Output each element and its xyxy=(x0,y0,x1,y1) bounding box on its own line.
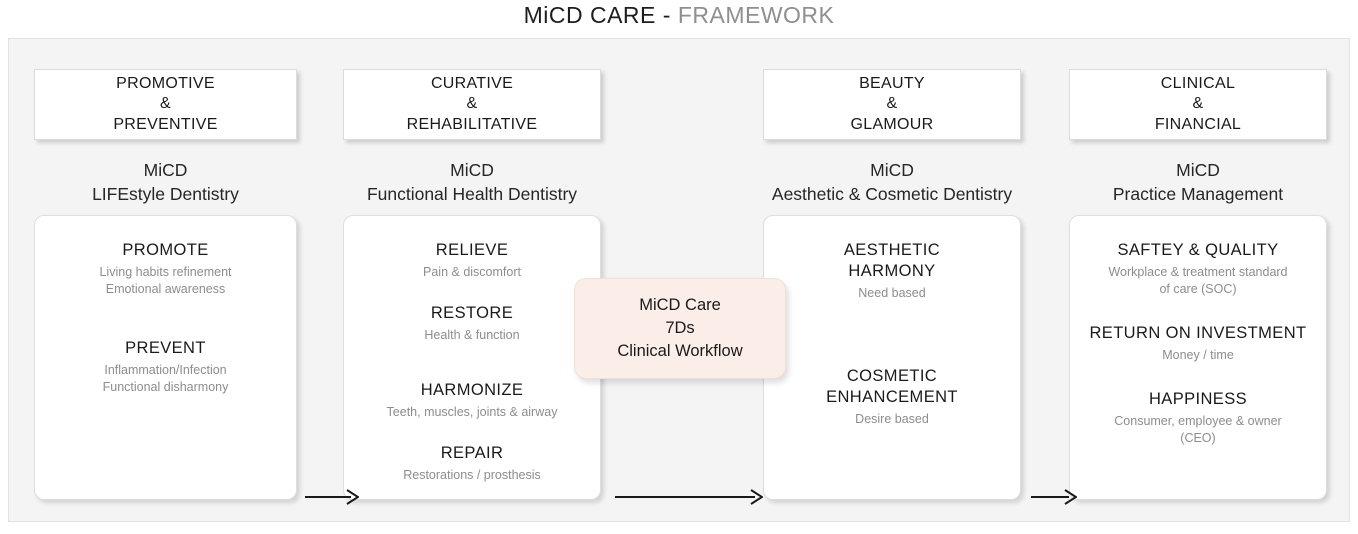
category-box-3-line2: & xyxy=(886,95,898,113)
category-box-4: CLINICAL & FINANCIAL xyxy=(1069,69,1327,140)
item-subtext: Health & function xyxy=(424,328,520,343)
arrow-right-icon xyxy=(615,489,763,505)
arrow-right-icon xyxy=(305,489,359,505)
category-box-1: PROMOTIVE & PREVENTIVE xyxy=(34,69,297,140)
item-subtext: Desire based xyxy=(855,412,929,427)
item-title: RESTORE xyxy=(430,303,514,322)
category-box-3-line1: BEAUTY xyxy=(859,74,925,92)
category-box-2-line3: REHABILITATIVE xyxy=(406,115,538,133)
arrow-right-icon xyxy=(1031,489,1077,505)
item-title: HAPPINESS xyxy=(1148,389,1248,408)
item-title: AESTHETIC HARMONY xyxy=(843,241,941,281)
page-title: MiCD CARE - FRAMEWORK xyxy=(0,0,1358,30)
item-subtext: Inflammation/Infection Functional dishar… xyxy=(102,362,229,394)
item-title: PREVENT xyxy=(125,338,206,357)
item-title: SAFTEY & QUALITY xyxy=(1117,241,1279,259)
category-caption-4-line1: MiCD xyxy=(1176,160,1220,180)
body-card-4: SAFTEY & QUALITY Workplace & treatment s… xyxy=(1069,215,1327,500)
item-subtext: Restorations / prosthesis xyxy=(403,468,541,483)
list-item: PREVENT Inflammation/Infection Functiona… xyxy=(45,338,286,396)
item-subtext: Workplace & treatment standard of care (… xyxy=(1108,265,1288,296)
list-item: AESTHETIC HARMONY Need based xyxy=(774,240,1010,302)
category-caption-4: MiCD Practice Management xyxy=(1039,159,1357,206)
list-item: RETURN ON INVESTMENT Money / time xyxy=(1080,323,1316,364)
category-caption-2-line1: MiCD xyxy=(450,160,494,180)
category-caption-3-line1: MiCD xyxy=(870,160,914,180)
body-card-1: PROMOTE Living habits refinement Emotion… xyxy=(34,215,297,500)
page-title-sub: FRAMEWORK xyxy=(677,1,835,28)
category-box-4-line3: FINANCIAL xyxy=(1154,115,1242,133)
category-caption-4-line2: Practice Management xyxy=(1112,183,1284,204)
item-title: COSMETIC ENHANCEMENT xyxy=(826,367,958,407)
item-subtext: Money / time xyxy=(1162,347,1234,362)
callout-line3: Clinical Workflow xyxy=(617,342,743,361)
page-title-main: MiCD CARE - xyxy=(523,1,678,28)
category-box-1-line1: PROMOTIVE xyxy=(116,74,215,92)
list-item: PROMOTE Living habits refinement Emotion… xyxy=(45,240,286,298)
category-box-4-line1: CLINICAL xyxy=(1160,74,1236,92)
category-caption-3: MiCD Aesthetic & Cosmetic Dentistry xyxy=(733,159,1051,206)
category-caption-1: MiCD LIFEstyle Dentistry xyxy=(4,159,327,206)
item-title: PROMOTE xyxy=(122,241,209,259)
list-item: HAPPINESS Consumer, employee & owner (CE… xyxy=(1080,389,1316,447)
item-subtext: Consumer, employee & owner (CEO) xyxy=(1114,413,1282,445)
item-title: HARMONIZE xyxy=(420,380,524,399)
item-title: RETURN ON INVESTMENT xyxy=(1089,323,1307,342)
item-subtext: Need based xyxy=(858,286,926,301)
list-item: RESTORE Health & function xyxy=(354,303,590,344)
category-box-4-line2: & xyxy=(1192,95,1204,113)
item-subtext: Pain & discomfort xyxy=(423,265,521,280)
category-box-2-line2: & xyxy=(466,95,478,113)
callout-line2: 7Ds xyxy=(665,318,695,337)
item-subtext: Living habits refinement Emotional aware… xyxy=(99,265,232,296)
list-item: REPAIR Restorations / prosthesis xyxy=(354,443,590,484)
framework-diagram-frame: PROMOTIVE & PREVENTIVE MiCD LIFEstyle De… xyxy=(8,38,1350,522)
category-box-3: BEAUTY & GLAMOUR xyxy=(763,69,1021,140)
item-subtext: Teeth, muscles, joints & airway xyxy=(386,405,558,420)
category-box-1-line3: PREVENTIVE xyxy=(113,115,218,133)
category-box-1-line2: & xyxy=(160,95,171,113)
category-box-3-line3: GLAMOUR xyxy=(850,115,934,133)
category-caption-3-line2: Aesthetic & Cosmetic Dentistry xyxy=(771,183,1013,204)
center-callout-box: MiCD Care 7Ds Clinical Workflow xyxy=(574,278,786,379)
list-item: HARMONIZE Teeth, muscles, joints & airwa… xyxy=(354,380,590,421)
callout-line1: MiCD Care xyxy=(639,295,721,314)
list-item: SAFTEY & QUALITY Workplace & treatment s… xyxy=(1080,240,1316,298)
category-caption-1-line1: MiCD xyxy=(143,160,188,180)
item-title: RELIEVE xyxy=(435,241,509,259)
list-item: COSMETIC ENHANCEMENT Desire based xyxy=(774,366,1010,428)
list-item: RELIEVE Pain & discomfort xyxy=(354,240,590,281)
category-caption-1-line2: LIFEstyle Dentistry xyxy=(92,183,239,204)
category-caption-2: MiCD Functional Health Dentistry xyxy=(313,159,631,206)
category-box-2-line1: CURATIVE xyxy=(430,74,514,92)
category-box-2: CURATIVE & REHABILITATIVE xyxy=(343,69,601,140)
body-card-2: RELIEVE Pain & discomfort RESTORE Health… xyxy=(343,215,601,500)
item-title: REPAIR xyxy=(440,443,504,462)
body-card-3: AESTHETIC HARMONY Need based COSMETIC EN… xyxy=(763,215,1021,500)
category-caption-2-line2: Functional Health Dentistry xyxy=(366,183,578,204)
